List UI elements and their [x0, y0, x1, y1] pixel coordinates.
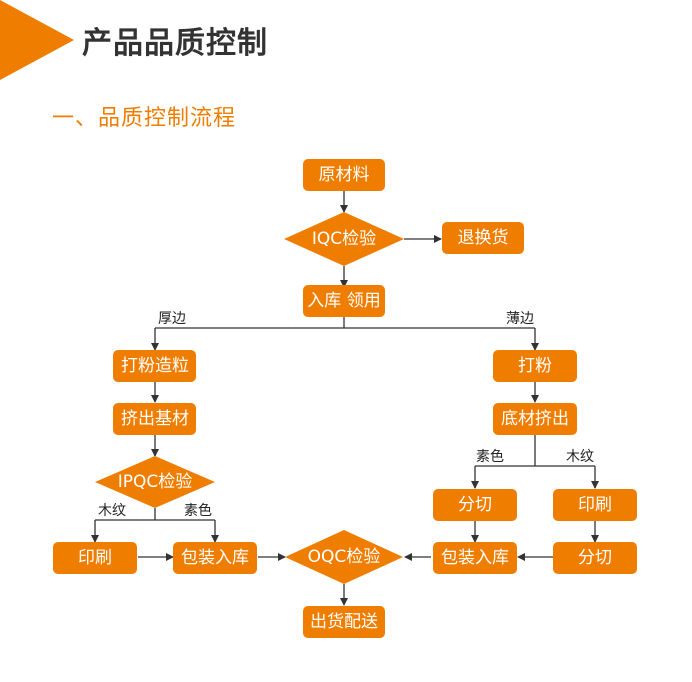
branch-label-plain-color-right: 素色	[476, 448, 504, 465]
label-pack-right: 包装入库	[441, 548, 509, 568]
branch-label-wood-grain-right: 木纹	[566, 449, 594, 465]
node-ship	[303, 606, 385, 638]
node-pack-right	[433, 542, 517, 574]
page-title: 产品品质控制	[82, 26, 268, 61]
label-oqc: OQC检验	[308, 547, 381, 567]
connectors	[91, 191, 599, 606]
branch-label-wood-grain-left: 木纹	[98, 503, 126, 519]
node-storage-pickup	[303, 285, 385, 317]
node-print-right	[553, 489, 637, 521]
label-iqc: IQC检验	[312, 229, 376, 249]
node-print-left	[53, 542, 137, 574]
label-pack-left: 包装入库	[181, 548, 249, 568]
section-subtitle: 一、品质控制流程	[52, 106, 237, 131]
label-ipqc: IPQC检验	[118, 472, 193, 492]
corner-triangle-decoration	[0, 0, 74, 80]
label-return-goods: 退换货	[458, 228, 509, 248]
label-storage-pickup: 入库 领用	[307, 291, 380, 311]
node-extrude-base	[113, 403, 196, 435]
node-oqc-diamond	[285, 530, 403, 584]
node-cut-right	[553, 542, 637, 574]
label-print-left: 印刷	[78, 548, 112, 568]
label-raw-material: 原材料	[319, 165, 370, 185]
label-print-right: 印刷	[578, 495, 612, 515]
node-granulate	[113, 350, 196, 382]
branch-label-thick-edge: 厚边	[158, 311, 186, 327]
label-cut-right: 分切	[578, 548, 612, 568]
node-cut-left	[433, 489, 517, 521]
label-cut-left: 分切	[458, 495, 492, 515]
node-powder	[493, 350, 577, 382]
node-raw-material	[303, 159, 385, 191]
label-granulate: 打粉造粒	[121, 356, 189, 376]
node-pack-left	[173, 542, 257, 574]
node-iqc-diamond	[284, 212, 404, 266]
node-bottom-extrude	[493, 403, 577, 435]
label-ship: 出货配送	[310, 612, 378, 632]
branch-label-plain-color-left: 素色	[184, 502, 212, 519]
node-return-goods	[442, 222, 524, 254]
node-ipqc-diamond	[95, 456, 215, 508]
label-powder: 打粉	[518, 356, 552, 376]
label-bottom-extrude: 底材挤出	[501, 409, 569, 429]
label-extrude-base: 挤出基材	[121, 409, 189, 429]
branch-label-thin-edge: 薄边	[506, 311, 534, 327]
